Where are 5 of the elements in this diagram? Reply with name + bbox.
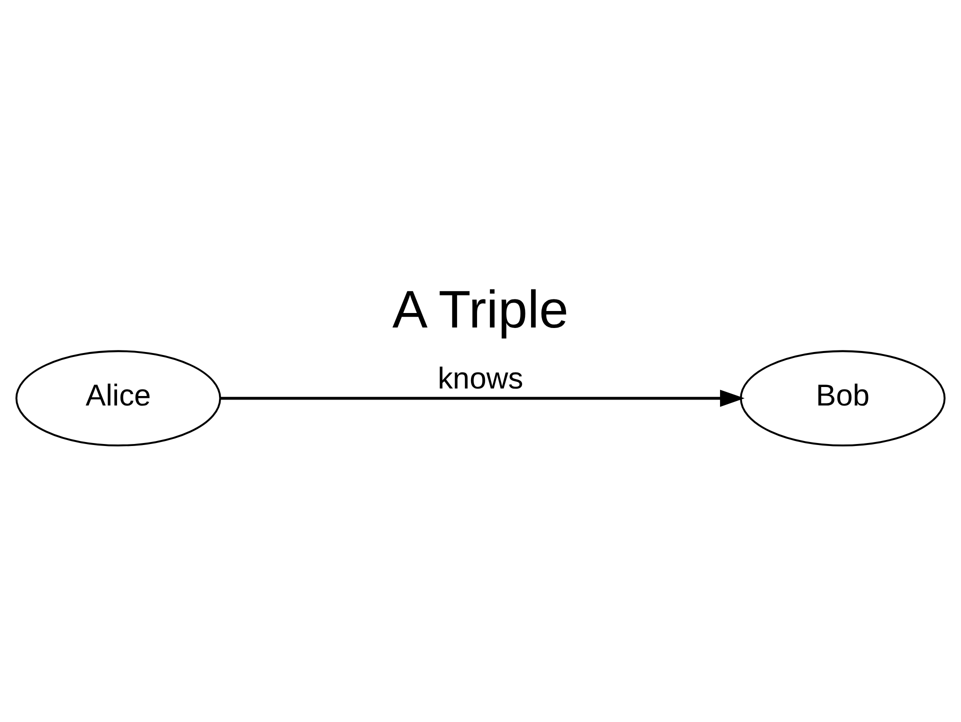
node-ellipse: Bob — [740, 350, 946, 446]
arrow — [220, 389, 745, 406]
diagram-title: A Triple — [392, 280, 569, 339]
edge-label: knows — [438, 362, 524, 395]
node-ellipse: Alice — [15, 350, 222, 446]
